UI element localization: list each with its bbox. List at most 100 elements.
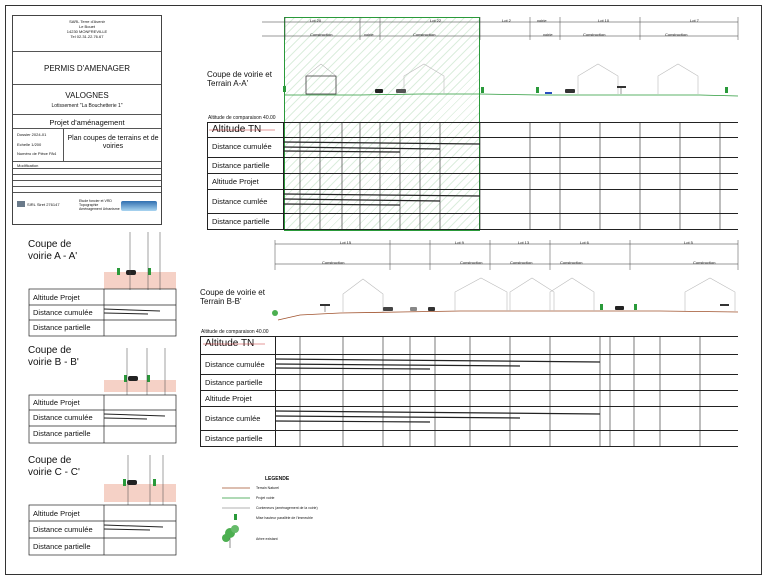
- zone-label: Construction: [583, 32, 606, 37]
- drawing-frame: [5, 5, 762, 575]
- title-line: voirie C - C': [28, 467, 80, 478]
- zone-label: voirie: [543, 32, 553, 37]
- lot-label: Lot 13: [518, 240, 530, 245]
- plan-title: Plan coupes de terrains et de voiries: [67, 135, 159, 150]
- title-block: SARL Terre d'Avenir Le Bouet 14230 MONFR…: [12, 15, 162, 225]
- section-title-line: Coupe de voirie et: [200, 288, 265, 297]
- legend-item: Terrain Naturel: [256, 486, 279, 490]
- row-label: Distance cumulée: [33, 413, 93, 422]
- title-line: voirie B - B': [28, 357, 79, 368]
- title-line: Coupe de: [28, 455, 72, 466]
- row-label: Distance cumulée: [205, 360, 265, 369]
- lot-name: Lotissement "La Bouchetterie 1": [51, 103, 123, 109]
- info-cell: Dossier 2024-01 Echelle 1/200 Numéro de …: [13, 129, 161, 162]
- row-label: Distance partielle: [212, 161, 270, 170]
- zone-label: Construction: [413, 32, 436, 37]
- blank-row: [13, 181, 161, 187]
- town-cell: VALOGNES Lotissement "La Bouchetterie 1": [13, 85, 161, 115]
- row-label: Distance partielle: [33, 429, 91, 438]
- footer-mid: Etude foncier et VRD Topographie Aménage…: [79, 199, 120, 211]
- row-label: Altitude Projet: [205, 394, 252, 403]
- section-bb-title: Coupe de voirie et Terrain B-B': [200, 288, 280, 306]
- zone-label: voirie: [364, 32, 374, 37]
- section-aa-title: Coupe de voirie et Terrain A-A': [207, 70, 287, 88]
- row-label: Distance partielle: [33, 542, 91, 551]
- zone-label: Construction: [322, 260, 345, 265]
- row-label: Altitude Projet: [33, 509, 80, 518]
- table-line: [207, 229, 738, 230]
- row-label: Altitude Projet: [33, 293, 80, 302]
- row-label: Distance partielle: [205, 434, 263, 443]
- table-line: [200, 336, 738, 337]
- row-label: Distance cumlée: [205, 414, 261, 423]
- lot-label: Lot 6: [580, 240, 589, 245]
- company-line: Le Bouet: [78, 24, 95, 29]
- row-label: Distance cumulée: [212, 142, 272, 151]
- company-line: SARL Terre d'Avenir: [69, 19, 105, 24]
- lot-label: Lot 5: [684, 240, 693, 245]
- modif-label: Modification: [17, 163, 39, 168]
- small-section-title: Coupe de voirie B - B': [28, 345, 79, 369]
- row-label: Distance cumulée: [33, 525, 93, 534]
- table-border: [200, 336, 201, 446]
- table-border: [207, 122, 208, 229]
- small-section-title: Coupe de voirie C - C': [28, 455, 80, 479]
- legend-item: Mise hauteur parallèle de l'immeuble: [256, 516, 313, 520]
- dossier-label: Dossier 2024-01: [17, 132, 47, 137]
- company-cell: SARL Terre d'Avenir Le Bouet 14230 MONFR…: [13, 16, 161, 52]
- zone-label: Construction: [665, 32, 688, 37]
- modif-cell: Modification: [13, 162, 161, 169]
- company-logo: [121, 201, 157, 211]
- table-line: [200, 354, 738, 355]
- row-label: Altitude Projet: [33, 398, 80, 407]
- permit-cell: PERMIS D'AMENAGER: [13, 52, 161, 85]
- blank-row: [13, 175, 161, 181]
- row-label: Distance partielle: [205, 378, 263, 387]
- scale-label: Echelle 1/200: [17, 142, 42, 147]
- lot-label: Lot 22: [430, 18, 442, 23]
- zone-label: Construction: [560, 260, 583, 265]
- table-divider: [283, 122, 284, 229]
- table-line: [200, 446, 738, 447]
- cell-divider: [63, 129, 64, 162]
- row-label: Altitude TN: [212, 124, 262, 135]
- footer-left: SIRL Siret 276147: [27, 202, 60, 207]
- zone-label: Construction: [310, 32, 333, 37]
- legend-item: Conteneurs (aménagement de la voirie): [256, 506, 318, 510]
- lot-label: Lot 10: [598, 18, 610, 23]
- legend-item: Projet voirie: [256, 496, 275, 500]
- section-title-line: Coupe de voirie et: [207, 70, 272, 79]
- row-label: Distance partielle: [33, 323, 91, 332]
- table-line: [200, 390, 738, 391]
- row-label: Distance partielle: [212, 217, 270, 226]
- zone-label: Construction: [460, 260, 483, 265]
- footer-cell: SIRL Siret 276147 Etude foncier et VRD T…: [13, 193, 161, 226]
- logo-icon: [17, 201, 25, 207]
- piece-label: Numéro de Pièce PA4: [17, 151, 57, 156]
- lot-label: Lot 15: [340, 240, 352, 245]
- blank-row: [13, 187, 161, 193]
- title-line: Coupe de: [28, 345, 72, 356]
- company-line: Tel 02.31.22.76.67: [70, 34, 104, 39]
- zone-label: Construction: [510, 260, 533, 265]
- zone-label: Construction: [693, 260, 716, 265]
- table-line: [207, 213, 738, 214]
- section-title-line: Terrain B-B': [200, 297, 242, 306]
- table-divider: [275, 336, 276, 446]
- table-line: [207, 157, 738, 158]
- table-line: [207, 122, 738, 123]
- company-line: 14230 MONFREVILLE: [66, 29, 108, 34]
- permit-title: PERMIS D'AMENAGER: [44, 64, 130, 73]
- project-name: Projet d'aménagement: [49, 118, 125, 127]
- title-line: voirie A - A': [28, 251, 78, 262]
- title-line: Coupe de: [28, 239, 72, 250]
- legend-title: LEGENDE: [265, 476, 290, 482]
- legend-item: Arbre existant: [256, 537, 278, 541]
- row-label: Altitude TN: [205, 338, 255, 349]
- project-cell: Projet d'aménagement: [13, 115, 161, 129]
